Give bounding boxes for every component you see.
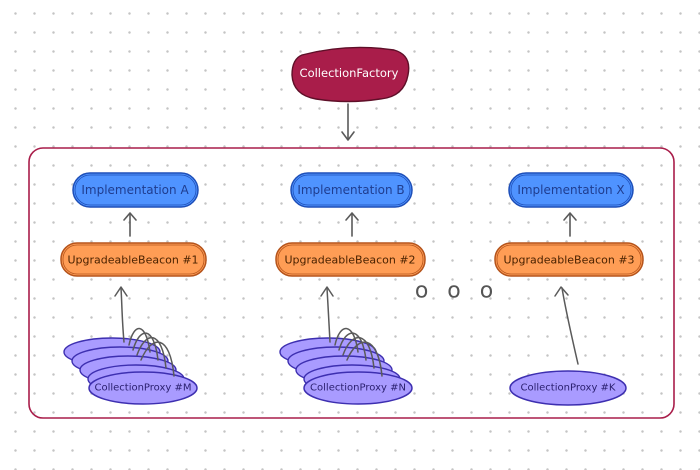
- implementation-a-label: Implementation A: [81, 183, 189, 197]
- upgradeable-beacon-3-node[interactable]: UpgradeableBeacon #3: [494, 242, 644, 277]
- upgradeable-beacon-2-label: UpgradeableBeacon #2: [284, 254, 415, 267]
- beacon-group-boundary: [28, 147, 675, 419]
- proxies-m-to-beacon1-arrows: [114, 286, 175, 377]
- implementation-b-node[interactable]: Implementation B: [290, 172, 413, 208]
- collection-factory-shape: [291, 46, 410, 103]
- collection-proxy-k-label: CollectionProxy #K: [521, 383, 616, 394]
- collection-factory-node[interactable]: CollectionFactory: [291, 46, 410, 103]
- upgradeable-beacon-1-label: UpgradeableBeacon #1: [67, 254, 198, 267]
- beacon3-to-implementation-arrow: [563, 212, 577, 237]
- implementation-b-label: Implementation B: [297, 183, 404, 197]
- collection-proxy-k-node[interactable]: CollectionProxy #K: [509, 370, 627, 406]
- collection-proxy-stack-m[interactable]: CollectionProxy #M: [63, 337, 198, 405]
- factory-to-group-arrow: [341, 103, 355, 141]
- collection-factory-label: CollectionFactory: [300, 66, 399, 80]
- collection-proxy-n-label: CollectionProxy #N: [310, 383, 406, 394]
- proxies-n-to-beacon2-arrows: [320, 286, 383, 377]
- beacon1-to-implementation-arrow: [123, 212, 137, 237]
- upgradeable-beacon-2-node[interactable]: UpgradeableBeacon #2: [275, 242, 426, 277]
- upgradeable-beacon-1-node[interactable]: UpgradeableBeacon #1: [60, 242, 207, 277]
- more-beacons-ellipsis: o o o: [415, 279, 499, 304]
- implementation-a-node[interactable]: Implementation A: [72, 172, 199, 208]
- collection-proxy-stack-n[interactable]: CollectionProxy #N: [279, 337, 413, 405]
- implementation-x-node[interactable]: Implementation X: [508, 172, 634, 208]
- beacon2-to-implementation-arrow: [345, 212, 359, 237]
- proxy-k-to-beacon3-arrow: [554, 286, 579, 365]
- upgradeable-beacon-3-label: UpgradeableBeacon #3: [503, 254, 634, 267]
- implementation-x-label: Implementation X: [517, 183, 624, 197]
- collection-proxy-m-label: CollectionProxy #M: [94, 383, 191, 394]
